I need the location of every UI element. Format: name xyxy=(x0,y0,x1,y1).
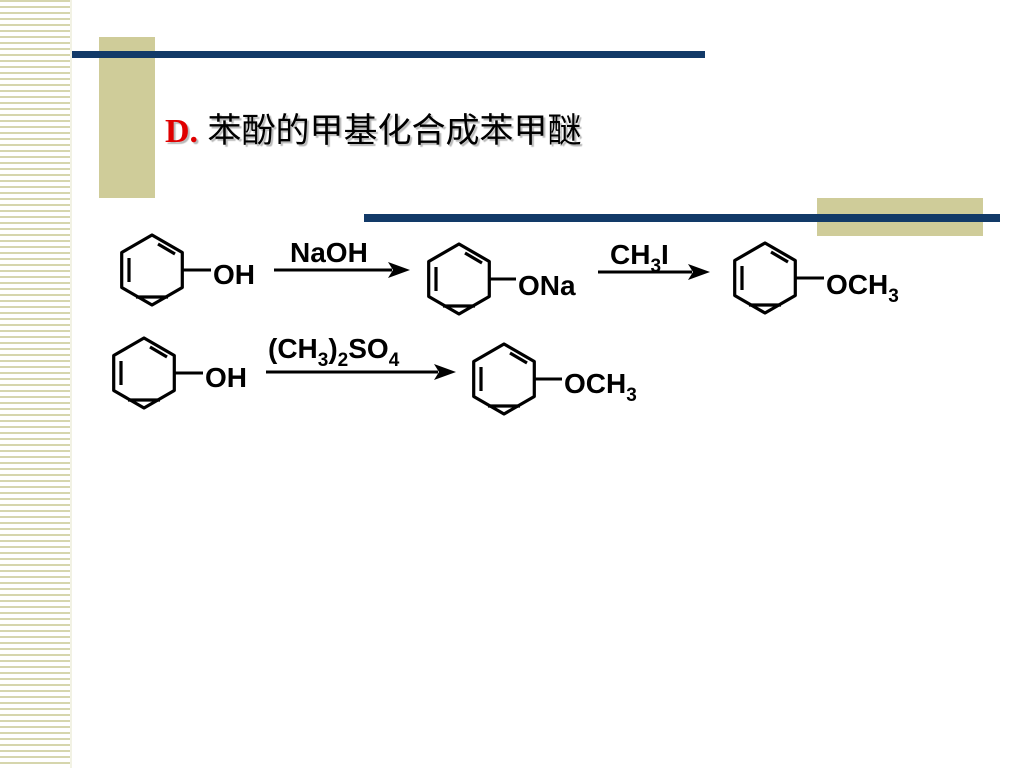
phenol-oh-label-1: OH xyxy=(213,259,255,290)
ona-label: ONa xyxy=(518,270,576,301)
reagent-ch3i: CH3I xyxy=(610,239,669,277)
phenol-oh-label-2: OH xyxy=(205,362,247,393)
title-text: 苯酚的甲基化合成苯甲醚 xyxy=(207,111,582,151)
title-label: D. xyxy=(165,113,199,150)
phenol-ring-1 xyxy=(120,233,184,307)
phenoxide-ring xyxy=(427,242,491,316)
och3-label-1: OCH3 xyxy=(826,269,899,307)
arrow-2-head xyxy=(688,264,710,280)
decor-line-middle xyxy=(364,214,1000,222)
phenol-ring-2 xyxy=(112,336,176,410)
reagent-dimethyl-sulfate: (CH3)2SO4 xyxy=(268,333,400,371)
decor-line-top xyxy=(72,51,705,58)
arrow-1-head xyxy=(388,262,410,278)
anisole-ring-2 xyxy=(472,342,536,416)
anisole-ring-1 xyxy=(733,241,797,315)
reagent-naoh: NaOH xyxy=(290,237,368,268)
och3-label-2: OCH3 xyxy=(564,368,637,406)
slide-title: D. 苯酚的甲基化合成苯甲醚 xyxy=(165,106,582,156)
arrow-3-head xyxy=(434,364,456,380)
decor-block-left xyxy=(99,37,155,198)
left-stripe-decoration xyxy=(0,0,72,768)
